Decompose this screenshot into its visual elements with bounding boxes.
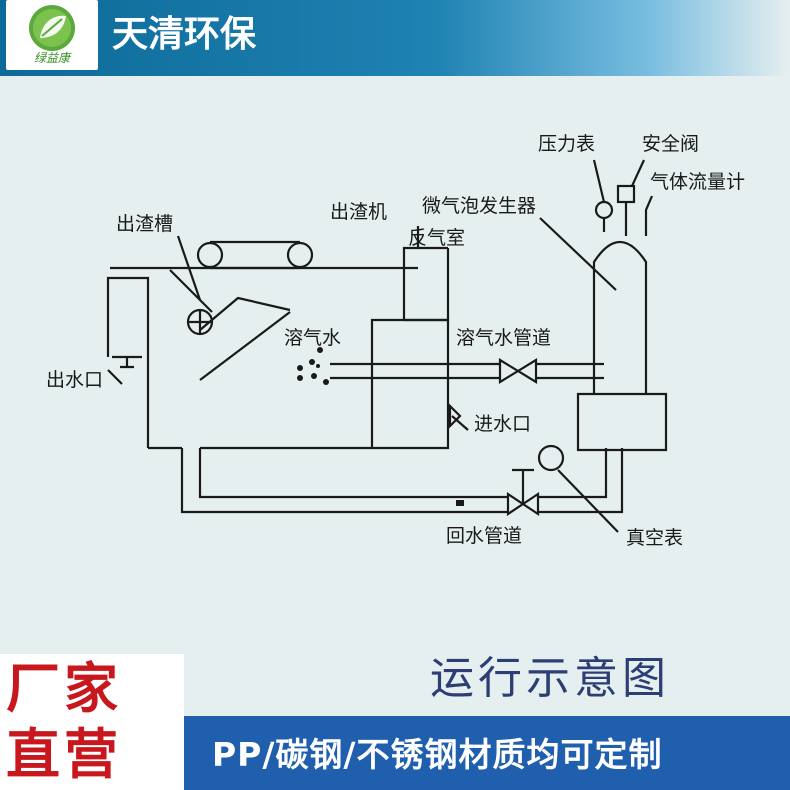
safety-valve-box [616, 184, 636, 204]
leaf-icon [29, 5, 75, 51]
pressure-gauge-dial [594, 200, 614, 220]
pressure-vessel [592, 241, 648, 394]
safety-valve-stem [624, 159, 645, 236]
inlet-pointer [451, 415, 469, 431]
badge-line-2: 直营 [6, 723, 122, 786]
label-safety-valve: 安全阀 [642, 133, 699, 155]
dissolved-air-pipe [330, 362, 500, 380]
separation-box [370, 318, 450, 450]
company-logo: 绿益康 [6, 0, 98, 70]
label-dissolved-air-water: 溶气水 [284, 327, 341, 349]
logo-script-text: 绿益康 [33, 51, 70, 65]
trough-line-2 [199, 296, 291, 331]
badge-line-1: 厂家 [6, 657, 122, 720]
trough-line-3 [199, 311, 291, 381]
label-microbubble-generator: 微气泡发生器 [422, 195, 536, 217]
slag-conveyor-belt [210, 240, 300, 270]
dissolved-air-pipe-r [536, 362, 604, 380]
label-pressure-gauge: 压力表 [538, 133, 595, 155]
header-bar [0, 0, 790, 76]
slag-roller-left [196, 241, 224, 269]
outlet-valve [112, 355, 142, 369]
flow-schematic: 压力表 安全阀 气体流量计 微气泡发生器 出渣机 反气室 出渣槽 溶气水 溶气水… [46, 133, 745, 549]
label-vacuum-gauge: 真空表 [626, 527, 683, 549]
gas-flow-line [644, 195, 654, 236]
vacuum-gauge-dial [537, 444, 565, 472]
label-slag-machine: 出渣机 [330, 201, 387, 223]
label-reaction-chamber: 反气室 [408, 227, 465, 249]
slag-roller-right [286, 241, 314, 269]
label-water-outlet: 出水口 [46, 369, 103, 391]
vacuum-pointer [557, 469, 619, 533]
valve-lower-stem [512, 468, 534, 504]
direct-sale-badge: 厂家 直营 [0, 654, 184, 790]
label-gas-flowmeter: 气体流量计 [650, 171, 745, 193]
label-return-pipe: 回水管道 [446, 525, 522, 547]
return-pipe-right [538, 448, 624, 514]
return-pipe-inner [198, 448, 508, 499]
label-slag-trough: 出渣槽 [116, 213, 173, 235]
label-water-inlet: 进水口 [474, 413, 531, 435]
return-pipe-marker [456, 500, 464, 506]
trough-pointer [176, 235, 202, 301]
valve-upper [498, 358, 538, 384]
pressure-gauge-stem [592, 159, 606, 232]
vessel-base [576, 392, 668, 452]
tank-outline [106, 276, 150, 448]
material-tagline: PP/碳钢/不锈钢材质均可定制 [212, 735, 663, 774]
trough-line-1 [169, 269, 213, 313]
label-dissolved-air-pipe: 溶气水管道 [456, 327, 551, 349]
process-diagram: 压力表 安全阀 气体流量计 微气泡发生器 出渣机 反气室 出渣槽 溶气水 溶气水… [0, 76, 790, 716]
generator-pointer [539, 217, 617, 291]
brand-name: 天清环保 [112, 14, 257, 55]
outlet-pointer [107, 369, 123, 385]
reaction-chamber-inner [404, 248, 450, 322]
return-pipe-outer [180, 448, 508, 514]
air-bubbles [297, 347, 464, 506]
inlet-marker [448, 403, 462, 429]
diagram-title: 运行示意图 [430, 653, 670, 704]
valve-lower [506, 491, 540, 517]
reaction-chamber [402, 246, 448, 320]
